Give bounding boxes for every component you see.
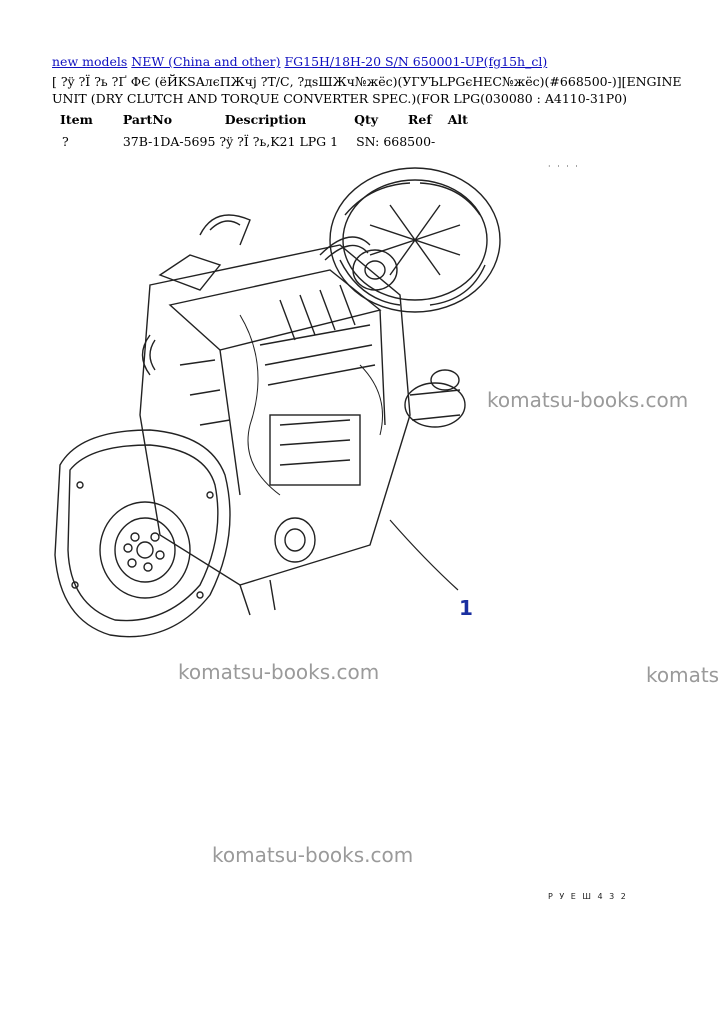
- col-partno: PartNo: [122, 111, 173, 127]
- col-alt: Alt: [447, 111, 468, 127]
- col-qty: Qty: [354, 111, 379, 127]
- cell-ref: SN: 668500-: [356, 134, 436, 149]
- watermark-text: komats: [646, 663, 720, 687]
- table-row: ? 37B-1DA-5695 ?ÿ ?Ï ?ь,K21 LPG 1 SN: 66…: [52, 130, 476, 153]
- col-description: Description: [224, 111, 307, 127]
- figure-code-top: · · · ·: [548, 162, 580, 171]
- callout-leader-line: [389, 519, 459, 591]
- cell-item: ?: [62, 134, 69, 149]
- parts-table: Item PartNo Description Qty Ref Alt ? 37…: [52, 108, 476, 153]
- col-ref: Ref: [408, 111, 432, 127]
- watermark-text: komatsu-books.com: [487, 388, 689, 412]
- callout-number: 1: [459, 596, 473, 620]
- breadcrumb-link-model[interactable]: FG15H/18H-20 S/N 650001-UP(fg15h_cl): [284, 54, 548, 69]
- cell-partno-description: 37B-1DA-5695 ?ÿ ?Ï ?ь,K21 LPG 1: [101, 130, 346, 153]
- cell-description: ?ÿ ?Ï ?ь,K21 LPG: [219, 134, 327, 149]
- flywheel-housing-icon: [54, 429, 231, 638]
- breadcrumb-link-region[interactable]: NEW (China and other): [131, 54, 281, 69]
- watermark-text: komatsu-books.com: [212, 843, 414, 867]
- table-header-row: Item PartNo Description Qty Ref Alt: [52, 108, 476, 130]
- cell-partno: 37B-1DA-5695: [122, 134, 216, 149]
- breadcrumb-link-new-models[interactable]: new models: [52, 54, 128, 69]
- col-item: Item: [60, 111, 93, 127]
- breadcrumb: new models NEW (China and other) FG15H/1…: [52, 54, 547, 69]
- oil-filter-icon: [239, 517, 316, 616]
- cooling-fan-icon: [329, 167, 501, 313]
- figure-code-bottom: Р У Е Ш 4 3 2: [548, 892, 628, 901]
- cell-qty: 1: [330, 134, 339, 149]
- watermark-text: komatsu-books.com: [178, 660, 380, 684]
- page-title: [ ?ÿ ?Ï ?ь ?Ґ ФЄ (ëЙKSAлєПЖчј ?Т/С, ?дsШ…: [52, 74, 682, 106]
- engine-illustration: [40, 165, 680, 668]
- engine-block-icon: [139, 214, 466, 586]
